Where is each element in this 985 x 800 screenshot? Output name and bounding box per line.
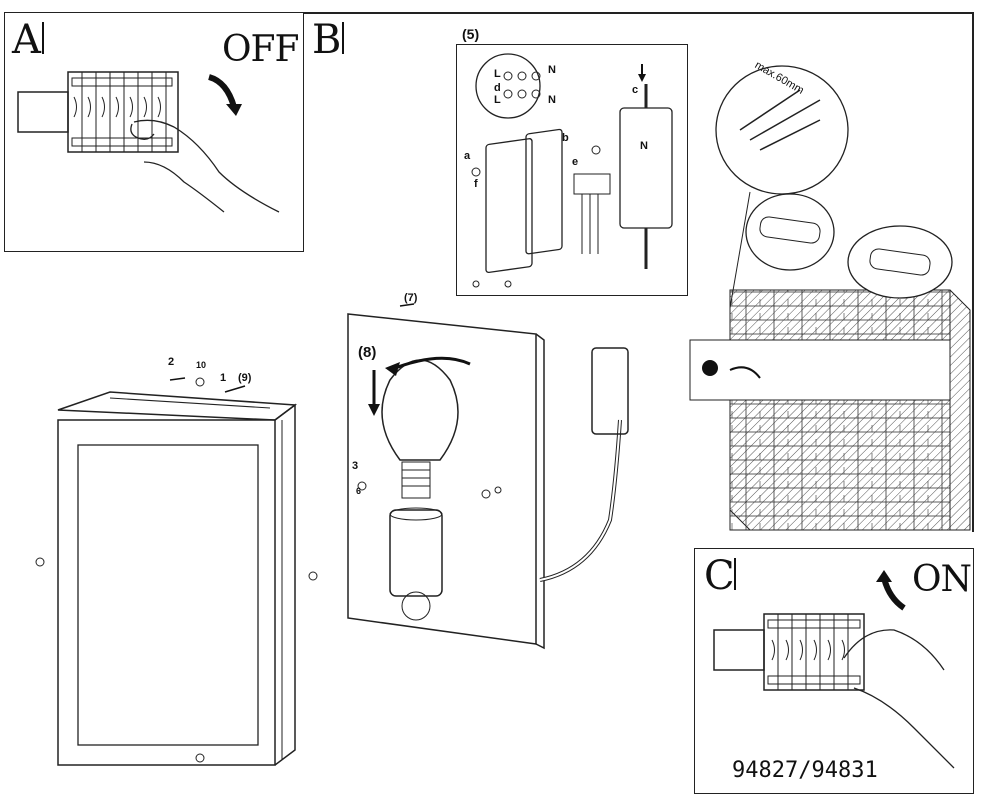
panel-b-frame-right <box>972 12 974 532</box>
label-b: b <box>562 132 569 144</box>
panel-b-letter: B <box>312 17 341 63</box>
model-number: 94827/94831 <box>732 758 878 783</box>
panel-a-letter-bar <box>42 22 44 54</box>
step-7-label: (7) <box>404 292 418 304</box>
step-9-label: (9) <box>238 372 252 384</box>
wire-label-L2: L <box>494 94 501 106</box>
label-a: a <box>464 150 471 162</box>
on-label: ON <box>912 559 972 600</box>
step-2-label: 2 <box>168 356 175 368</box>
wall-plate-illustration <box>347 303 629 650</box>
panel-c-letter-bar <box>734 558 736 590</box>
panel-b-letter-bar <box>342 22 344 54</box>
lamp-housing-illustration <box>35 377 318 766</box>
step-5-label: (5) <box>462 26 480 42</box>
step-3-label: 3 <box>352 460 359 472</box>
wire-label-L1: L <box>494 68 501 80</box>
panel-b-frame-top <box>304 12 974 14</box>
wiring-detail-illustration <box>471 53 673 288</box>
step-6-label: 6 <box>356 486 362 496</box>
label-c: c <box>632 84 639 96</box>
panel-c <box>694 548 974 794</box>
brick-wall-illustration <box>689 65 971 531</box>
step-10-label: 10 <box>196 360 207 370</box>
label-N3: N <box>640 140 648 152</box>
wire-label-d: d <box>494 82 501 94</box>
wire-label-N2: N <box>548 94 556 106</box>
panel-a-letter: A <box>12 17 41 63</box>
label-e: e <box>572 156 579 168</box>
step-8-label: (8) <box>358 344 377 361</box>
step-1-label: 1 <box>220 372 227 384</box>
off-label: OFF <box>222 29 299 70</box>
wiring-detail-panel <box>456 44 688 296</box>
breaker-on-illustration <box>713 570 955 769</box>
panel-c-letter: C <box>704 553 735 599</box>
wire-label-N1: N <box>548 64 556 76</box>
breaker-off-illustration <box>17 71 280 213</box>
panel-a <box>4 12 304 252</box>
label-f: f <box>474 178 478 190</box>
